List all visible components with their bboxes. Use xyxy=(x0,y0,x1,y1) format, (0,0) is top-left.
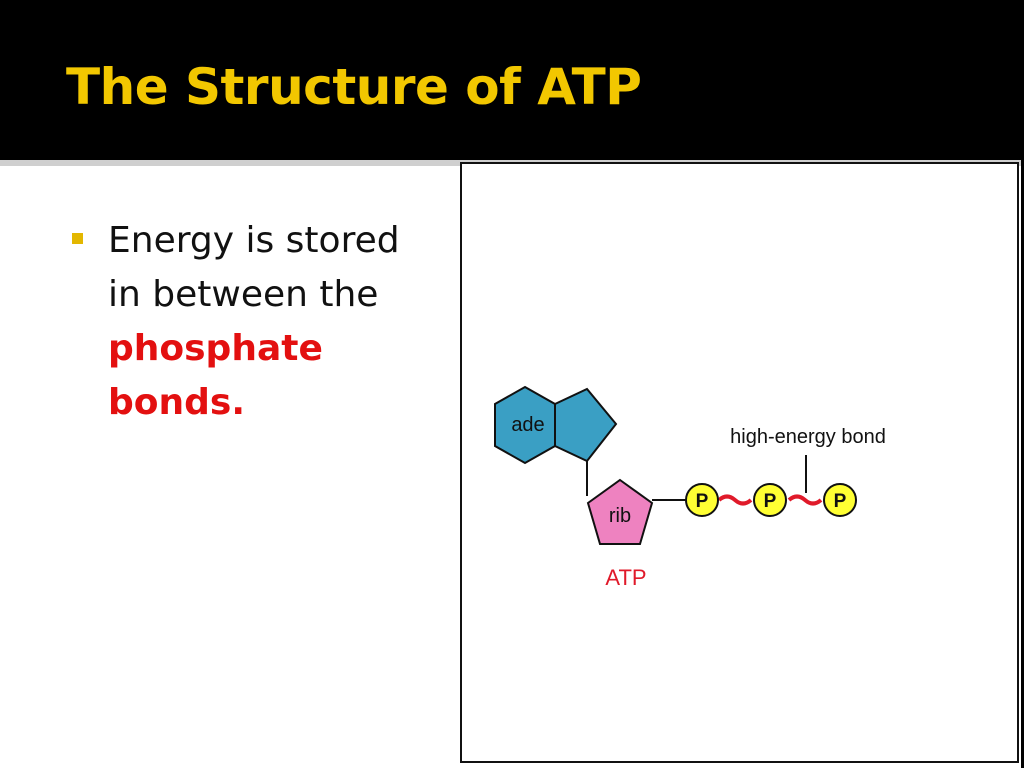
phosphate-label-3: P xyxy=(834,491,847,512)
bullet-text-emphasis: phosphate bonds. xyxy=(108,328,323,423)
ribose-label: rib xyxy=(609,505,631,527)
bullet-square-icon xyxy=(72,233,83,244)
ribose-pentagon xyxy=(586,478,654,545)
phosphate-circle-2 xyxy=(753,483,787,517)
high-energy-bond-1 xyxy=(717,494,753,506)
adenine-label: ade xyxy=(511,414,544,436)
phosphate-label-2: P xyxy=(764,491,777,512)
bullet-text-plain: Energy is stored in between the xyxy=(108,220,400,315)
title-bar: The Structure of ATP xyxy=(0,0,1024,160)
bullet-text: Energy is stored in between the phosphat… xyxy=(108,214,438,430)
high-energy-bond-2 xyxy=(787,494,823,506)
slide-title: The Structure of ATP xyxy=(66,58,642,116)
atp-label: ATP xyxy=(605,565,646,590)
atp-figure-frame xyxy=(460,162,1019,763)
phosphate-label-1: P xyxy=(696,491,709,512)
adenine-pentagon xyxy=(554,387,618,463)
phosphate-circle-3 xyxy=(823,483,857,517)
phosphate-circle-1 xyxy=(685,483,719,517)
high-energy-bond-label: high-energy bond xyxy=(730,426,886,448)
right-edge-strip xyxy=(1021,160,1024,768)
